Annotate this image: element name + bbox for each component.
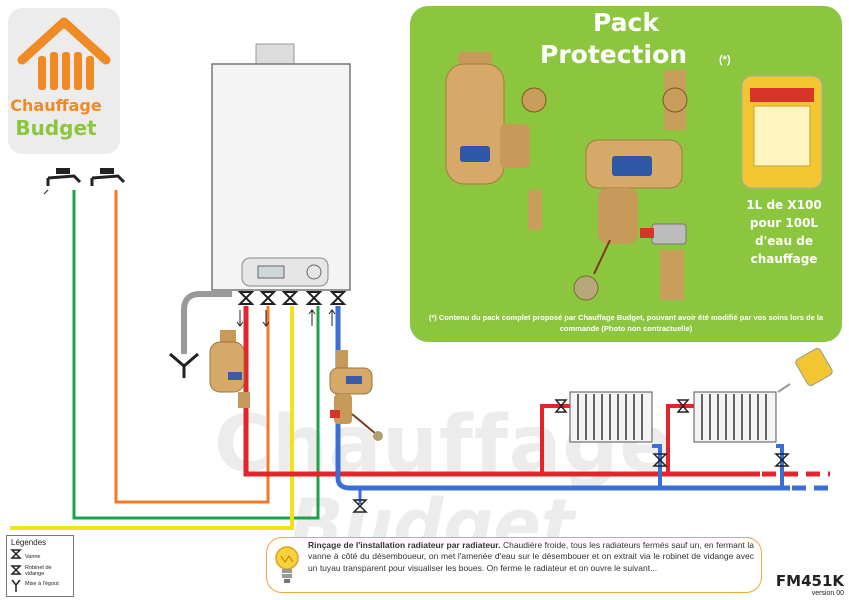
radiator-1-return	[652, 444, 662, 488]
legend-item-drain: Mise à l'égout	[25, 581, 59, 587]
rinse-instructions: Rinçage de l'installation radiateur par …	[308, 540, 754, 574]
drain-icon	[169, 352, 199, 378]
legend-icons	[10, 549, 22, 592]
x100-note-line: pour 100L	[749, 216, 819, 230]
flow-arrows	[236, 309, 336, 327]
drain-hose	[181, 291, 232, 354]
radiator-2	[693, 391, 777, 443]
drain-valve-icon	[352, 499, 368, 513]
legend: Légendes Vanne Robinet de vidange Mise à…	[6, 535, 74, 597]
x100-note-line: 1L de X100	[746, 198, 822, 212]
rinse-body: Chaudière froide, tous les radiateurs fe…	[308, 540, 754, 573]
x100-dosage-note: 1L de X100 pour 100L d'eau de chauffage	[734, 196, 834, 268]
pipe-yellow	[10, 306, 294, 530]
rinse-instructions-box	[266, 537, 762, 593]
product-x100-bottle	[741, 75, 823, 189]
x100-note-line: chauffage	[750, 252, 818, 266]
document-code: FM451K	[775, 572, 844, 590]
faucet-cold-icon	[43, 168, 82, 195]
logo-text-line2: Budget	[15, 116, 97, 140]
pack-title-mark: (*)	[719, 54, 731, 66]
inhibitor-bottle-icon	[777, 347, 833, 393]
faucet-hot-icon	[90, 168, 126, 186]
legend-item-valve: Vanne	[25, 554, 41, 560]
x100-note-line: d'eau de	[755, 234, 813, 248]
pipe-orange	[114, 190, 270, 504]
legend-title: Légendes	[11, 538, 47, 547]
valve-icon	[237, 291, 347, 305]
rinse-title: Rinçage de l'installation radiateur par …	[308, 540, 501, 550]
pipe-blue-return	[335, 306, 790, 491]
logo-icon	[17, 17, 111, 90]
radiator-2-return	[776, 444, 784, 488]
pack-footnote: (*) Contenu du pack complet proposé par …	[428, 313, 824, 333]
lightbulb-icon	[275, 546, 299, 583]
pack-title-line1: Pack	[593, 8, 659, 37]
product-dirtmag-filter	[573, 70, 688, 301]
legend-item-drain-valve: Robinet de vidange	[25, 565, 52, 577]
pipe-red-flow	[243, 306, 760, 477]
logo-text-line1: Chauffage	[10, 96, 102, 115]
document-version: version 00	[811, 590, 844, 597]
product-discal-filter	[445, 52, 547, 230]
radiator-valve-icons	[554, 399, 790, 467]
radiator-2-feed	[666, 404, 694, 474]
boiler	[211, 43, 351, 291]
pack-title-line2: Protection	[540, 40, 688, 69]
filter-desemboueur-right	[329, 350, 383, 441]
radiator-1-feed	[540, 404, 570, 474]
filter-desemboueur-left	[209, 330, 250, 408]
pipe-green	[72, 190, 320, 520]
radiator-1	[569, 391, 653, 443]
